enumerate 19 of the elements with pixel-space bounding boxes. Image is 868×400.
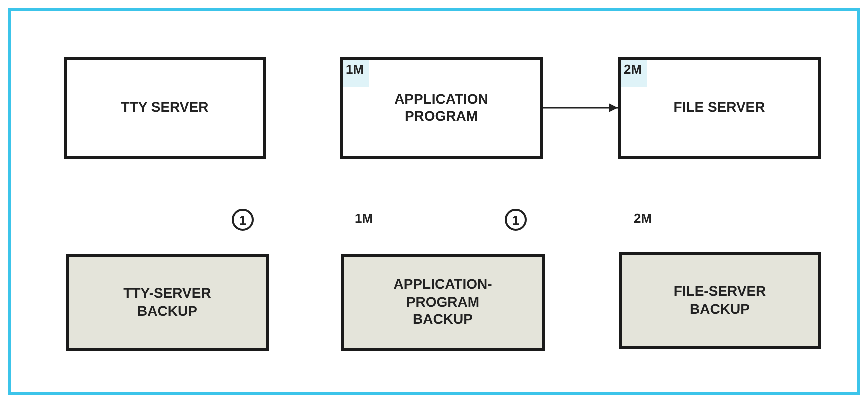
backup-box: [619, 252, 821, 349]
server-box: [64, 57, 266, 159]
callout-number: 1: [232, 209, 254, 231]
memory-label: 1M: [355, 211, 374, 226]
arrow: [543, 104, 618, 112]
server-box: [618, 57, 821, 159]
box-label: APPLICATION-PROGRAM BACKUP: [392, 276, 494, 329]
box-label: FILE SERVER: [674, 99, 766, 117]
memory-label: 2M: [621, 60, 648, 87]
backup-box: [341, 254, 545, 351]
backup-box: [66, 254, 269, 351]
memory-label: 2M: [634, 211, 652, 226]
box-label: APPLICATION PROGRAM: [394, 90, 490, 126]
box-label: TTY SERVER: [121, 99, 209, 117]
server-box: [340, 57, 543, 159]
memory-label: 1M: [343, 60, 370, 87]
box-label: TTY-SERVER BACKUP: [122, 285, 212, 320]
callout-number: 1: [505, 209, 527, 231]
box-label: FILE-SERVER BACKUP: [672, 283, 768, 318]
